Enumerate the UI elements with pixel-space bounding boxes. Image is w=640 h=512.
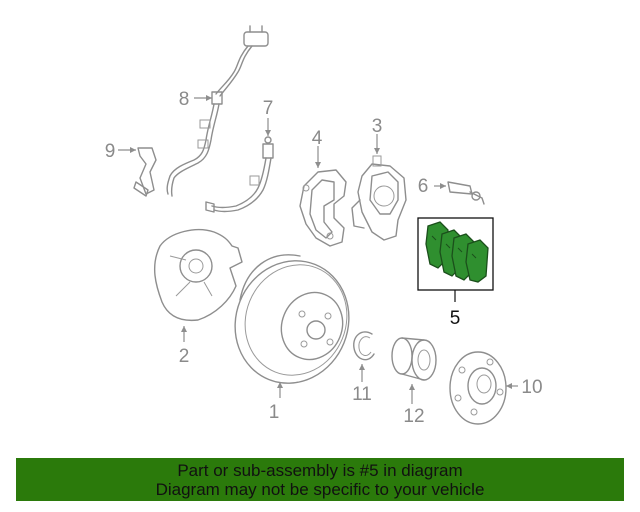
leader-lines <box>118 95 518 404</box>
part-12-wheel-bearing[interactable] <box>391 337 437 381</box>
part-9-sensor-bracket[interactable] <box>133 147 157 197</box>
notice-banner: Part or sub-assembly is #5 in diagram Di… <box>16 458 624 501</box>
brake-assembly-diagram: 1 2 3 4 5 6 7 8 9 10 11 12 <box>105 25 543 427</box>
part-8-speed-sensor-cable[interactable] <box>166 25 269 197</box>
callout-8[interactable]: 8 <box>179 89 190 110</box>
notice-line-2: Diagram may not be specific to your vehi… <box>155 479 485 499</box>
callout-11[interactable]: 11 <box>352 384 372 405</box>
part-4-caliper-bracket[interactable] <box>299 169 347 247</box>
part-3-caliper[interactable] <box>351 155 407 241</box>
callout-3[interactable]: 3 <box>372 116 383 137</box>
part-11-snap-ring[interactable] <box>353 331 375 361</box>
callout-7[interactable]: 7 <box>263 98 274 119</box>
part-1-brake-rotor[interactable] <box>217 244 367 401</box>
part-7-brake-hose[interactable] <box>205 136 274 213</box>
part-5-brake-pads[interactable] <box>417 217 494 291</box>
callout-6[interactable]: 6 <box>418 176 429 197</box>
callout-2[interactable]: 2 <box>179 346 190 367</box>
part-6-pad-wear-sensor[interactable] <box>447 181 485 205</box>
callout-12[interactable]: 12 <box>403 406 424 427</box>
callout-5[interactable]: 5 <box>450 308 461 329</box>
part-10-wheel-hub[interactable] <box>449 351 507 425</box>
notice-line-1: Part or sub-assembly is #5 in diagram <box>177 460 463 480</box>
callout-1[interactable]: 1 <box>269 402 280 423</box>
callout-9[interactable]: 9 <box>105 141 116 162</box>
callout-4[interactable]: 4 <box>312 128 323 149</box>
callout-10[interactable]: 10 <box>521 377 542 398</box>
part-2-dust-shield[interactable] <box>153 228 243 322</box>
